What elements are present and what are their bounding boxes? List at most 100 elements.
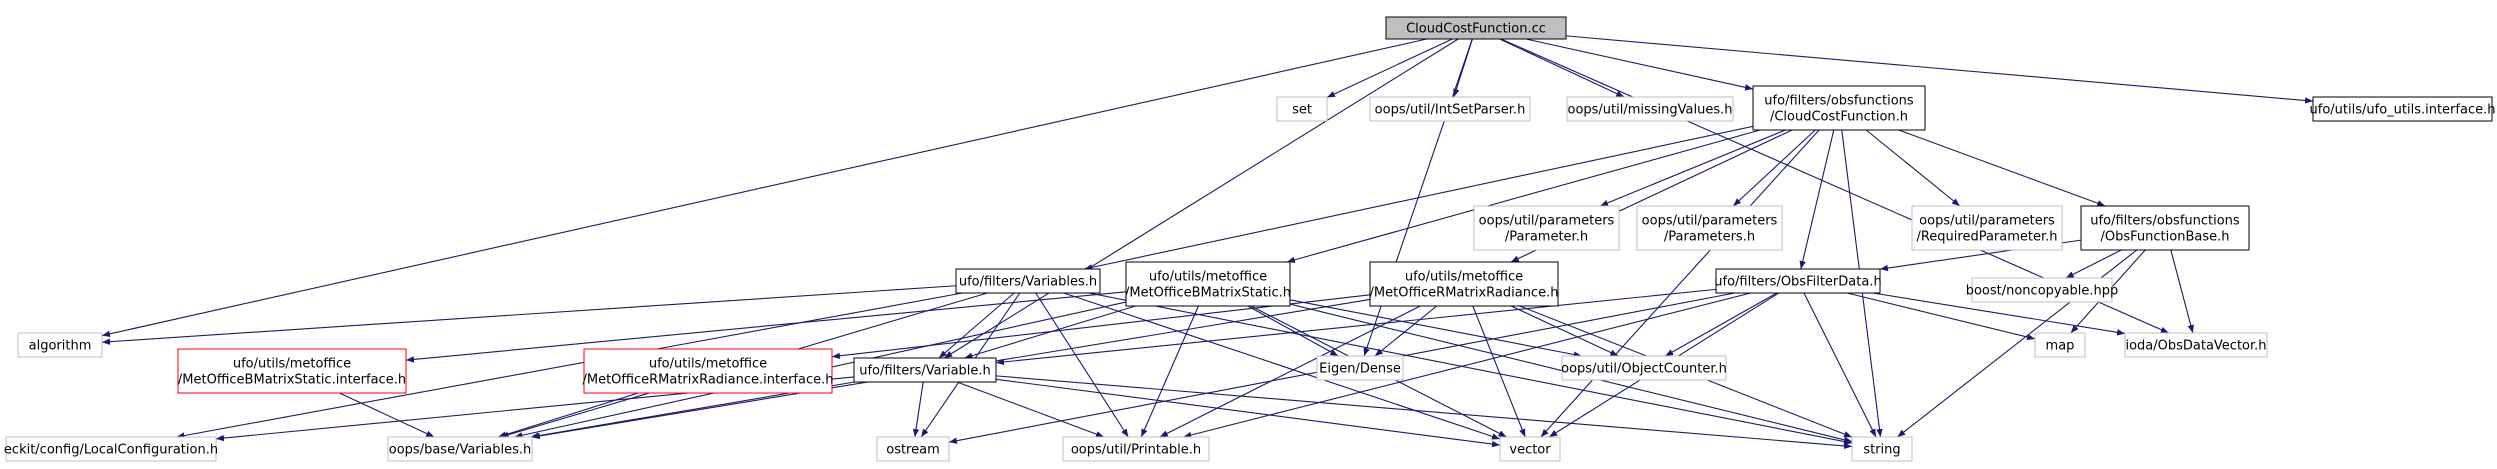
node-label-reqparam-line-1: /RequiredParameter.h [1916,230,2057,245]
node-bstatic[interactable]: ufo/utils/metoffice/MetOfficeBMatrixStat… [1125,261,1291,307]
edge-root-to-set [1326,38,1453,98]
node-set[interactable]: set [1276,96,1328,122]
edge-variable-to-printable [956,381,1105,438]
node-box-bstatic [1125,261,1291,307]
edge-variables-to-printable [1035,292,1129,438]
node-label-reqparam-line-0: oops/util/parameters [1919,214,2055,229]
edge-rrad-to-eigen [1374,305,1438,357]
node-label-bstaticif-line-1: /MetOfficeBMatrixStatic.interface.h [178,373,406,388]
node-box-set [1276,96,1328,122]
node-label-set-line-0: set [1292,103,1312,118]
nodes-layer: CloudCostFunction.cc set oops/util/IntSetP… [4,16,2496,462]
node-label-ofb-line-1: /ObsFunctionBase.h [2101,230,2230,245]
edge-rrad-to-objcounter [1510,305,1619,357]
node-vector[interactable]: vector [1499,436,1561,462]
node-rradif[interactable]: ufo/utils/metoffice/MetOfficeRMatrixRadi… [582,348,834,394]
edge-ofd-to-iodaovec [1872,292,2126,336]
node-params[interactable]: oops/util/parameters/Parameters.h [1636,205,1783,251]
node-string[interactable]: string [1851,436,1913,462]
node-label-intset-line-0: oops/util/IntSetParser.h [1375,103,1526,118]
node-reqparam[interactable]: oops/util/parameters/RequiredParameter.h [1911,205,2063,251]
node-box-objcounter [1561,355,1727,381]
edge-ofb-to-noncopy [2065,249,2122,279]
node-missing[interactable]: oops/util/missingValues.h [1566,96,1734,122]
node-box-intset [1369,96,1531,122]
edge-ofd-to-string [1803,292,1877,438]
node-label-variable-line-0: ufo/filters/Variable.h [859,364,991,379]
node-box-variables [955,268,1101,294]
edge-root-to-variable [944,38,1459,359]
node-box-string [1851,436,1913,462]
node-box-root [1385,16,1567,40]
node-label-rradif-line-0: ufo/utils/metoffice [649,357,767,372]
node-bstaticif[interactable]: ufo/utils/metoffice/MetOfficeBMatrixStat… [177,348,407,394]
node-label-param-line-1: /Parameter.h [1505,230,1588,245]
edge-variables-to-vector [1063,292,1501,440]
node-box-bstaticif [177,348,407,394]
node-box-ufoutils [2312,96,2493,122]
node-map[interactable]: map [2034,332,2086,358]
node-printable[interactable]: oops/util/Printable.h [1062,436,1210,462]
edge-rrad-to-vector [1472,305,1526,438]
node-rrad[interactable]: ufo/utils/metoffice/MetOfficeRMatrixRadi… [1369,261,1559,307]
edge-bstatic-to-printable [1140,305,1199,438]
node-ostream[interactable]: ostream [876,436,950,462]
node-intset[interactable]: oops/util/IntSetParser.h [1369,96,1531,122]
node-ccf[interactable]: ufo/filters/obsfunctions/CloudCostFuncti… [1752,85,1926,131]
node-box-map [2034,332,2086,358]
node-ufoutils[interactable]: ufo/utils/ufo_utils.interface.h [2310,96,2496,122]
node-box-params [1636,205,1783,251]
edge-bstatic-to-bstaticif [405,291,1127,363]
node-variable[interactable]: ufo/filters/Variable.h [853,357,997,383]
node-objcounter[interactable]: oops/util/ObjectCounter.h [1561,355,1727,381]
edge-rrad-to-printable [1159,305,1421,438]
node-box-oopsvars [387,436,533,462]
edge-ccf-to-param [1599,129,1786,207]
edge-root-to-algorithm [101,38,1427,337]
edge-ccf-to-params [1732,129,1816,207]
edge-variable-to-vector [995,378,1501,448]
node-label-eigen-line-0: Eigen/Dense [1319,362,1401,377]
node-box-eigen [1316,355,1404,381]
node-box-noncopy [1971,277,2113,303]
node-box-ostream [876,436,950,462]
node-ofd[interactable]: ufo/filters/ObsFilterData.h [1714,268,1882,294]
node-box-param [1473,205,1620,251]
node-box-variable [853,357,997,383]
edge-bstatic-to-objcounter [1289,299,1582,358]
node-label-oopsvars-line-0: oops/base/Variables.h [389,443,531,458]
node-oopsvars[interactable]: oops/base/Variables.h [387,436,533,462]
node-algorithm[interactable]: algorithm [17,332,103,358]
node-label-ofd-line-0: ufo/filters/ObsFilterData.h [1714,275,1881,290]
node-label-algorithm-line-0: algorithm [29,339,92,354]
edge-ccf-to-bstatic [1286,129,1761,263]
node-eigen[interactable]: Eigen/Dense [1316,355,1404,381]
node-label-iodaovec-line-0: ioda/ObsDataVector.h [2125,339,2266,354]
node-root: CloudCostFunction.cc [1385,16,1567,40]
node-ofb[interactable]: ufo/filters/obsfunctions/ObsFunctionBase… [2080,205,2250,251]
node-label-rradif-line-1: /MetOfficeRMatrixRadiance.interface.h [582,373,833,388]
edges-layer [101,35,2314,450]
edge-ccf-to-ofb [1898,129,2106,207]
node-box-missing [1566,96,1734,122]
node-variables[interactable]: ufo/filters/Variables.h [955,268,1101,294]
node-box-eckit [5,436,217,462]
edge-ofd-to-variable [995,288,1717,366]
node-label-missing-line-0: oops/util/missingValues.h [1567,103,1732,118]
edge-bstaticif-to-oopsvars [339,392,435,438]
node-label-ccf-line-0: ufo/filters/obsfunctions [1764,94,1914,109]
node-noncopy[interactable]: boost/noncopyable.hpp [1966,277,2119,303]
node-iodaovec[interactable]: ioda/ObsDataVector.h [2124,332,2268,358]
node-eckit[interactable]: eckit/config/LocalConfiguration.h [4,436,218,462]
node-label-map-line-0: map [2046,339,2075,354]
edge-root-to-missing [1499,38,1625,98]
edge-variables-to-variable [938,292,1015,359]
node-box-ofd [1715,268,1881,294]
node-label-string-line-0: string [1863,443,1900,458]
node-box-rradif [583,348,833,394]
node-label-printable-line-0: oops/util/Printable.h [1071,443,1201,458]
node-label-params-line-0: oops/util/parameters [1642,214,1778,229]
node-param[interactable]: oops/util/parameters/Parameter.h [1473,205,1620,251]
edge-ofd-to-printable [1183,292,1751,439]
